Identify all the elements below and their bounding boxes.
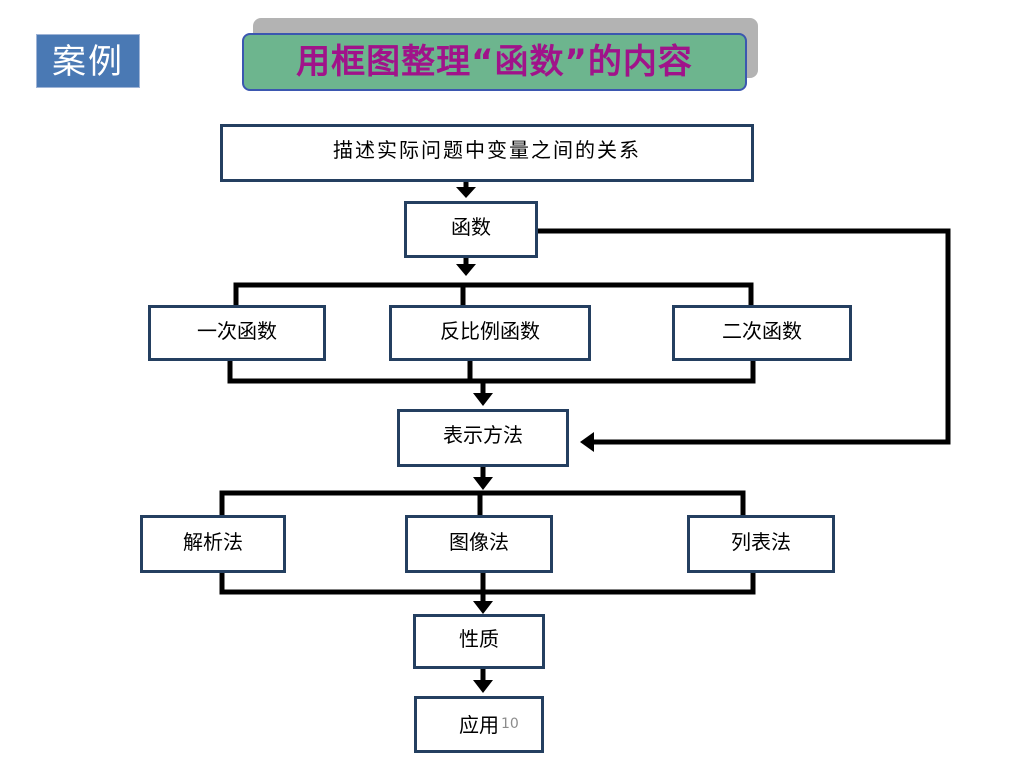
box-linear-function: 一次函数: [148, 305, 326, 361]
box-table-method: 列表法: [687, 515, 835, 573]
box-graph-method: 图像法: [405, 515, 553, 573]
box-application: 应用: [414, 696, 544, 753]
box-variable-relation: 描述实际问题中变量之间的关系: [220, 124, 754, 182]
section-tag: 案例: [36, 34, 140, 88]
box-analytic-method: 解析法: [140, 515, 286, 573]
box-function: 函数: [404, 201, 538, 258]
box-properties: 性质: [413, 614, 545, 669]
page-number: 10: [501, 716, 519, 732]
box-quadratic-function: 二次函数: [672, 305, 852, 361]
box-inverse-function: 反比例函数: [389, 305, 591, 361]
box-representation: 表示方法: [397, 409, 569, 467]
banner-title: 用框图整理“函数”的内容: [242, 33, 747, 91]
